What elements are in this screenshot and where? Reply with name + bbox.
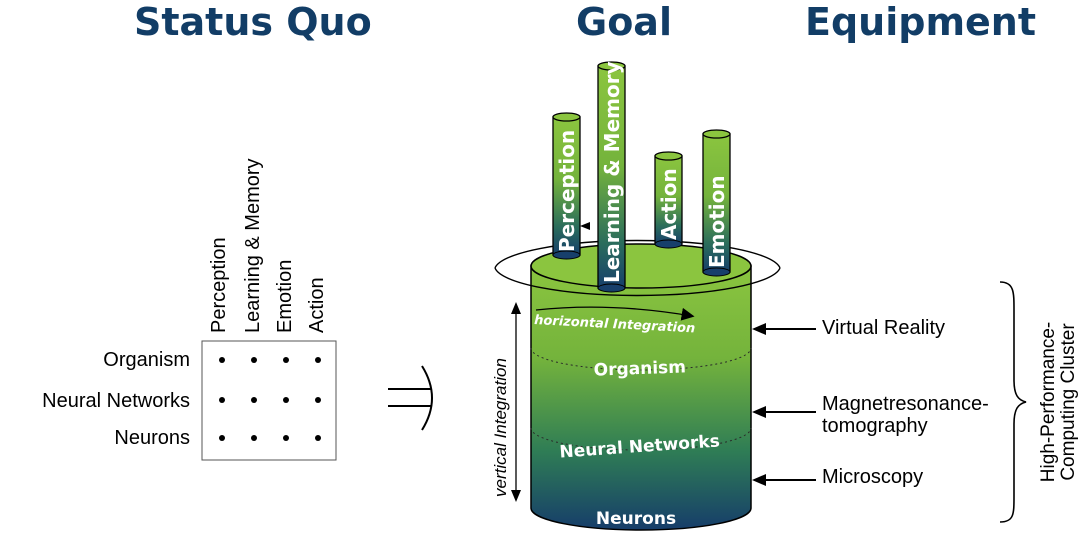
- equipment-arrows: [752, 323, 816, 486]
- level-label-neurons: Neurons: [596, 509, 676, 529]
- pillar-label-emotion: Emotion: [705, 175, 729, 268]
- pillar-label-action: Action: [657, 168, 681, 240]
- pillar-perception: [552, 112, 581, 260]
- row-label-neural-networks: Neural Networks: [42, 390, 190, 412]
- pillar-label-learning-memory: Learning & Memory: [600, 61, 624, 283]
- pillar-label-perception: Perception: [555, 130, 579, 252]
- equipment-heading: Equipment: [805, 0, 1037, 44]
- orbit-arrow-icon: [580, 222, 590, 230]
- pillar-learning-memory: [597, 61, 626, 293]
- vertical-integration-label: vertical Integration: [491, 358, 510, 497]
- status-quo-heading: Status Quo: [134, 0, 372, 44]
- goal-heading: Goal: [576, 0, 672, 44]
- vertical-integration-arrow: [511, 302, 521, 502]
- equipment-microscopy: Microscopy: [822, 466, 924, 488]
- horizontal-integration-arrow: [535, 306, 695, 321]
- orbit-ring-front: [494, 267, 781, 297]
- level-label-organism: Organism: [593, 357, 686, 380]
- equipment-magnetresonance: Magnetresonance-: [822, 393, 989, 415]
- orbit-ring-back: [494, 239, 781, 269]
- pillar-emotion: [702, 129, 731, 277]
- cluster-label-line2: Computing Cluster: [1058, 323, 1078, 481]
- pillar-action: [654, 151, 683, 249]
- equipment-virtual-reality: Virtual Reality: [822, 317, 946, 339]
- equipment-tomography: tomography: [822, 415, 928, 437]
- implies-arrow-icon: [388, 365, 433, 431]
- cluster-brace-icon: [999, 281, 1027, 523]
- goal-cylinder: [530, 243, 752, 531]
- row-label-neurons: Neurons: [114, 427, 190, 449]
- row-label-organism: Organism: [103, 349, 190, 371]
- status-matrix-dots: [219, 357, 321, 441]
- cluster-label-line1: High-Performance-: [1038, 322, 1059, 483]
